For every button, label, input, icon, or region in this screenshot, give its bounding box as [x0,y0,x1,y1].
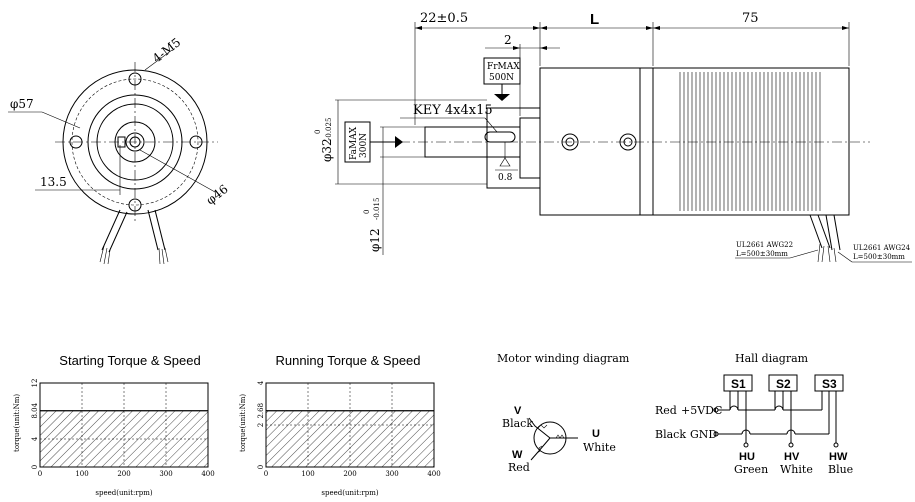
hall-red-label: Red [655,404,677,417]
chart1-xtick-0: 0 [38,470,42,478]
winding-w-color: Red [508,461,530,474]
hall-s2: S2 [776,377,791,391]
tol-12-upper: 0 [363,210,371,214]
winding-v-color: Black [502,417,533,430]
motor-body [652,67,850,216]
chart2-xtick-3: 300 [385,470,398,478]
chart2-ytick-2: 2.68 [257,403,265,419]
runout-marker [499,157,511,167]
tol-12-lower: -0.015 [373,198,381,220]
motor-fins [679,72,821,211]
tol-32-lower: -0.025 [325,118,333,140]
cable2-spec: UL2661 AWG24 [853,244,911,252]
chart1-ytick-2: 8.04 [31,402,39,418]
hall-hu-color: Green [734,463,768,476]
chart2-xtick-2: 200 [343,470,356,478]
chart1-ylabel: torque(unit:Nm) [13,394,21,452]
chart2-plot-area: 0 100 200 300 400 0 2 2.68 4 [257,380,441,478]
chart1-ytick-0: 0 [31,465,39,469]
dim-13-5: 13.5 [40,175,67,189]
hall-hw-color: Blue [828,463,853,476]
hall-vdc-label: +5VDC [681,404,722,417]
chart2-frame [265,382,435,468]
hall-title: Hall diagram [735,352,809,365]
fr-max-value: 500N [489,73,514,83]
dim-4-m5: 4-M5 [150,35,184,66]
fr-arrow [494,94,510,101]
chart1-ytick-1: 4 [31,436,39,441]
shaft-keyway [484,131,516,143]
chart1-title: Starting Torque & Speed [59,353,200,368]
chart2-title: Running Torque & Speed [275,353,420,368]
winding-u-color: White [583,441,616,454]
dim-dia-32: φ32 [320,138,334,162]
dim-dia-46: φ46 [203,182,230,208]
winding-u: U [592,428,600,440]
chart1-xtick-2: 200 [117,470,130,478]
chart2-xlabel: speed(unit:rpm) [321,489,378,497]
winding-w: W [512,449,523,461]
chart1-xtick-1: 100 [75,470,88,478]
chart2-xtick-0: 0 [264,470,268,478]
dim-L: L [590,11,599,28]
side-view: 22±0.5 L 75 2 FrMAX 500N KEY 4x4x15 FaMA… [314,11,912,263]
chart1-xtick-3: 300 [159,470,172,478]
cable1-spec: UL2661 AWG22 [736,241,793,249]
winding-title: Motor winding diagram [497,352,630,365]
chart1-plot-area: 0 100 200 300 400 0 4 8.04 12 [31,379,215,478]
side-cables [809,214,841,263]
hall-hv-color: White [780,463,813,476]
fa-max-value: 300N [359,133,369,158]
dim-75: 75 [742,11,759,26]
fa-max-label: FaMAX [349,126,359,160]
chart2-xtick-1: 100 [301,470,314,478]
runout-value: 0.8 [498,173,513,183]
chart-starting-torque: Starting Torque & Speed 0 100 200 300 400 0 4 8… [13,353,215,497]
gearbox-spigot [519,117,541,179]
tol-32-upper: 0 [314,130,322,134]
hall-black-label: Black [655,428,686,441]
dim-22: 22±0.5 [420,11,468,26]
dim-dia-57: φ57 [10,97,34,111]
chart2-ytick-1: 2 [257,423,265,427]
cable1-length: L=500±30mm [736,250,788,258]
chart2-xtick-4: 400 [427,470,440,478]
shaft-circle [125,132,145,152]
hall-hv: HV [784,451,800,463]
cable2-length: L=500±30mm [853,253,905,261]
gearbox-front [486,107,541,189]
winding-v: V [514,405,522,417]
dim-dia-12: φ12 [368,228,382,252]
fa-arrow [395,136,403,148]
hall-hw: HW [829,451,848,463]
chart1-frame [39,382,209,468]
dim-2: 2 [504,33,512,47]
hall-s3: S3 [822,377,837,391]
chart2-ytick-0: 0 [257,465,265,469]
chart2-ylabel: torque(unit:Nm) [239,394,247,452]
hall-gnd-label: GND [690,428,717,441]
fr-max-label: FrMAX [487,62,520,72]
front-cable-left [99,209,128,265]
chart1-xtick-4: 400 [201,470,214,478]
chart1-ytick-3: 12 [31,379,39,388]
hall-s1: S1 [731,377,746,391]
front-cable-right [147,209,169,265]
chart1-xlabel: speed(unit:rpm) [95,489,152,497]
front-view: φ57 4-M5 13.5 φ46 [8,35,231,265]
chart-running-torque: Running Torque & Speed 0 100 200 300 400 0 2 2.… [239,353,441,497]
hall-diagram: Hall diagram S1 S2 S3 [655,352,853,476]
hall-hu: HU [739,451,755,463]
bolt-circle [71,78,199,206]
chart2-ytick-3: 4 [257,380,265,385]
key-label: KEY 4x4x15 [413,103,493,118]
winding-diagram: Motor winding diagram V Black U White W … [497,352,630,474]
